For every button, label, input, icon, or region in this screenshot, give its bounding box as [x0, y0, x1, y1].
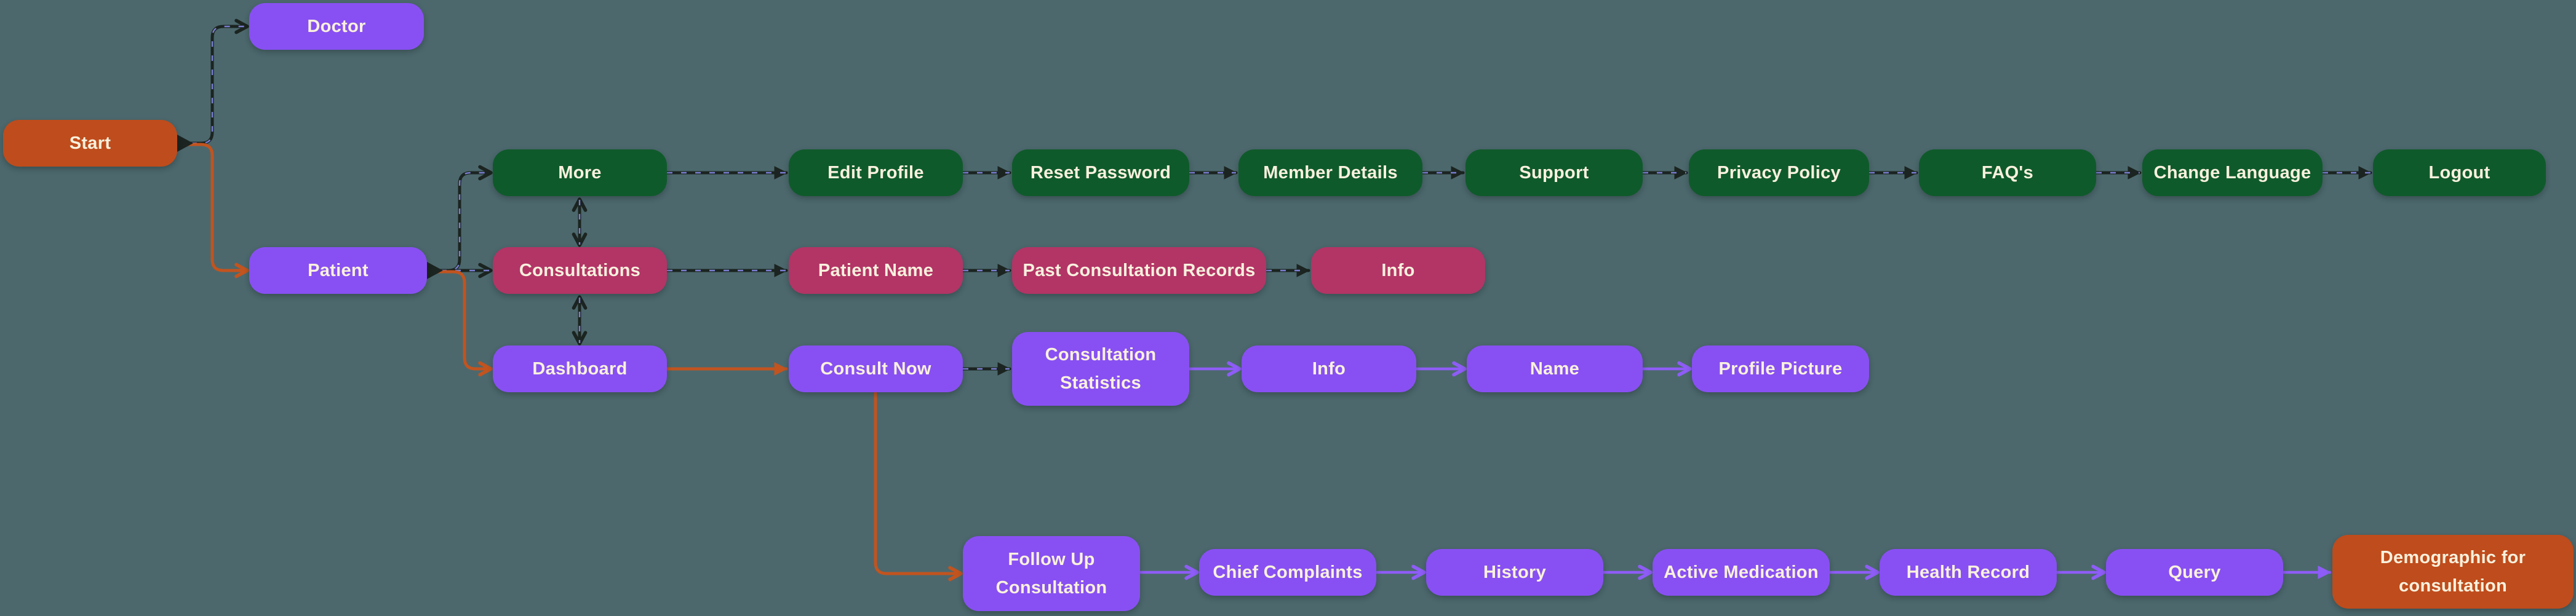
node-consult-now[interactable]: Consult Now: [789, 346, 963, 392]
node-label: Follow Up Consultation: [995, 549, 1107, 598]
node-label: Health Record: [1906, 562, 2030, 582]
node-label: Logout: [2428, 162, 2490, 183]
node-label: More: [558, 162, 602, 183]
node-label: Privacy Policy: [1717, 162, 1841, 183]
node-profile-picture[interactable]: Profile Picture: [1692, 346, 1869, 392]
node-label: Support: [1519, 162, 1589, 183]
node-label: Consultation Statistics: [1045, 344, 1157, 393]
node-patient[interactable]: Patient: [249, 247, 427, 294]
edge-consult-now-follow-up-consultation: [874, 390, 963, 582]
node-query[interactable]: Query: [2106, 549, 2283, 596]
node-logout[interactable]: Logout: [2373, 149, 2546, 196]
node-label: Dashboard: [532, 358, 628, 379]
node-label: Consultations: [519, 260, 641, 280]
edge-patient-more-animated-dash: [427, 172, 490, 272]
node-member-details[interactable]: Member Details: [1238, 149, 1422, 196]
node-info-consultations[interactable]: Info: [1311, 247, 1485, 294]
node-label: Info: [1381, 260, 1415, 280]
node-reset-password[interactable]: Reset Password: [1012, 149, 1189, 196]
node-patient-name[interactable]: Patient Name: [789, 247, 963, 294]
node-info-dashboard[interactable]: Info: [1242, 346, 1416, 392]
node-label: Query: [2168, 562, 2221, 582]
node-label: Past Consultation Records: [1023, 260, 1256, 280]
node-history[interactable]: History: [1426, 549, 1603, 596]
node-label: Doctor: [307, 16, 366, 36]
node-name[interactable]: Name: [1467, 346, 1643, 392]
node-privacy-policy[interactable]: Privacy Policy: [1689, 149, 1869, 196]
node-label: Info: [1312, 358, 1346, 379]
node-edit-profile[interactable]: Edit Profile: [789, 149, 963, 196]
node-label: Edit Profile: [827, 162, 924, 183]
node-label: Active Medication: [1664, 562, 1819, 582]
node-more[interactable]: More: [493, 149, 667, 196]
node-health-record[interactable]: Health Record: [1880, 549, 2057, 596]
node-label: Name: [1529, 358, 1580, 379]
edge-patient-dashboard: [425, 270, 493, 377]
node-label: History: [1483, 562, 1546, 582]
node-change-language[interactable]: Change Language: [2142, 149, 2323, 196]
node-consultations[interactable]: Consultations: [493, 247, 667, 294]
node-label: Patient Name: [818, 260, 934, 280]
node-follow-up-consultation[interactable]: Follow Up Consultation: [963, 536, 1140, 611]
node-label: Start: [69, 133, 111, 153]
node-label: FAQ's: [1981, 162, 2034, 183]
node-label: Member Details: [1263, 162, 1398, 183]
node-past-consultation-records[interactable]: Past Consultation Records: [1012, 247, 1266, 294]
source-handle-patient[interactable]: [427, 262, 443, 279]
node-consultation-statistics[interactable]: Consultation Statistics: [1012, 332, 1189, 406]
node-start[interactable]: Start: [3, 120, 177, 167]
node-faqs[interactable]: FAQ's: [1919, 149, 2096, 196]
node-demographic-for-consultation[interactable]: Demographic for consultation: [2332, 535, 2574, 609]
node-label: Reset Password: [1030, 162, 1171, 183]
node-active-medication[interactable]: Active Medication: [1653, 549, 1830, 596]
node-label: Consult Now: [820, 358, 931, 379]
source-handle-start[interactable]: [177, 135, 193, 152]
node-doctor[interactable]: Doctor: [249, 3, 424, 50]
node-label: Patient: [308, 260, 369, 280]
edge-start-patient: [175, 143, 249, 278]
node-support[interactable]: Support: [1465, 149, 1643, 196]
node-chief-complaints[interactable]: Chief Complaints: [1199, 549, 1376, 596]
node-label: Demographic for consultation: [2380, 547, 2526, 596]
node-dashboard[interactable]: Dashboard: [493, 346, 667, 392]
node-label: Profile Picture: [1718, 358, 1843, 379]
edge-start-doctor-animated-dash: [177, 25, 247, 144]
node-label: Change Language: [2153, 162, 2311, 183]
node-label: Chief Complaints: [1213, 562, 1363, 582]
